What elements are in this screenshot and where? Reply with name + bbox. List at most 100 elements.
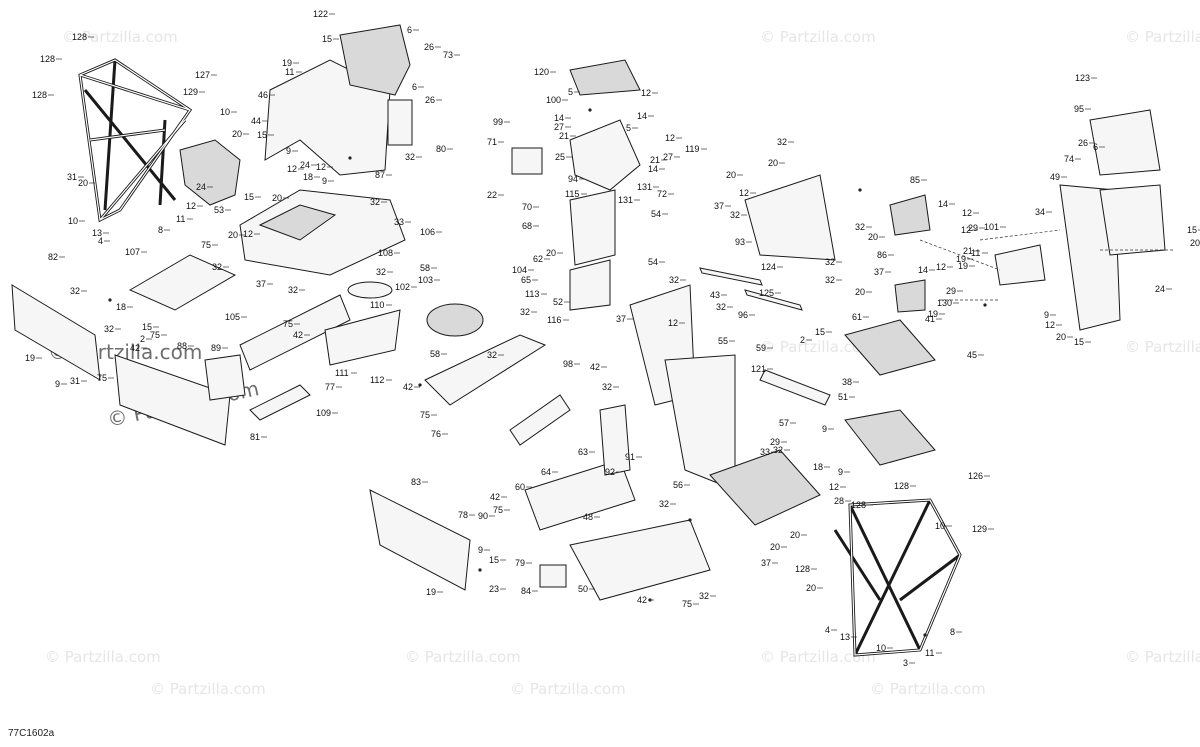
callout-label: 12 — [316, 162, 326, 172]
callout-label: 12 — [665, 133, 675, 143]
callout-label: 9 — [822, 424, 827, 434]
callout-label: 51 — [838, 392, 848, 402]
callout-label: 131 — [637, 182, 652, 192]
part-74 — [1099, 184, 1166, 256]
callout-label: 95 — [1074, 104, 1084, 114]
part-61 — [844, 319, 936, 376]
watermark: © Partzilla.com — [760, 648, 876, 666]
callout-label: 4 — [98, 236, 103, 246]
callout-label: 58 — [430, 349, 440, 359]
callout-label: 42 — [403, 382, 413, 392]
callout-label: 32 — [825, 275, 835, 285]
callout-label: 29 — [968, 223, 978, 233]
callout-label: 87 — [375, 170, 385, 180]
callout-label: 71 — [487, 137, 497, 147]
callout-label: 104 — [512, 265, 527, 275]
part-84 — [539, 564, 567, 588]
callout-label: 56 — [673, 480, 683, 490]
callout-label: 128 — [72, 32, 87, 42]
callout-label: 14 — [648, 164, 658, 174]
callout-label: 14 — [938, 199, 948, 209]
callout-label: 75 — [150, 330, 160, 340]
callout-label: 32 — [405, 152, 415, 162]
callout-label: 19 — [282, 58, 292, 68]
callout-label: 14 — [918, 265, 928, 275]
callout-label: 75 — [97, 373, 107, 383]
callout-label: 20 — [1190, 238, 1200, 248]
part-102-cupholder — [426, 303, 484, 337]
callout-label: 27 — [554, 122, 564, 132]
callout-label: 84 — [521, 586, 531, 596]
callout-label: 125 — [759, 288, 774, 298]
callout-label: 15 — [489, 555, 499, 565]
callout-label: 2 — [800, 335, 805, 345]
callout-label: 12 — [287, 164, 297, 174]
callout-label: 31 — [67, 172, 77, 182]
callout-label: 9 — [1044, 310, 1049, 320]
callout-label: 15 — [257, 130, 267, 140]
callout-label: 94 — [568, 174, 578, 184]
part-101 — [994, 244, 1046, 286]
callout-label: 75 — [493, 505, 503, 515]
callout-label: 34 — [1035, 207, 1045, 217]
callout-label: 24 — [300, 160, 310, 170]
callout-label: 37 — [616, 314, 626, 324]
part-85 — [889, 194, 931, 236]
watermark: © Partzilla.com — [150, 680, 266, 698]
callout-label: 74 — [1064, 154, 1074, 164]
callout-label: 129 — [183, 87, 198, 97]
part-110 — [347, 281, 393, 299]
callout-label: 32 — [104, 324, 114, 334]
callout-label: 52 — [553, 297, 563, 307]
callout-label: 6 — [407, 25, 412, 35]
callout-label: 19 — [958, 261, 968, 271]
callout-label: 46 — [258, 90, 268, 100]
callout-label: 6 — [412, 82, 417, 92]
part-48 — [524, 459, 636, 531]
callout-label: 20 — [232, 129, 242, 139]
callout-label: 61 — [852, 312, 862, 322]
callout-label: 9 — [55, 379, 60, 389]
callout-label: 21 — [559, 131, 569, 141]
callout-label: 86 — [877, 250, 887, 260]
callout-label: 20 — [1056, 332, 1066, 342]
callout-label: 15 — [815, 327, 825, 337]
callout-label: 115 — [565, 189, 579, 199]
callout-label: 60 — [515, 482, 525, 492]
callout-label: 12 — [739, 188, 749, 198]
callout-label: 88 — [177, 341, 187, 351]
part-109 — [249, 384, 311, 421]
callout-label: 82 — [48, 252, 58, 262]
callout-label: 37 — [256, 279, 266, 289]
callout-label: 44 — [251, 116, 261, 126]
callout-label: 128 — [795, 564, 810, 574]
part-106-floor — [239, 189, 406, 276]
part-124 — [699, 267, 763, 286]
part-92 — [599, 404, 631, 476]
callout-label: 45 — [967, 350, 977, 360]
part-33-box — [709, 449, 821, 526]
callout-label: 53 — [214, 205, 224, 215]
watermark: © Partzilla.com — [510, 680, 626, 698]
part-73 — [339, 24, 411, 96]
callout-label: 48 — [583, 512, 593, 522]
callout-label: 42 — [590, 362, 600, 372]
watermark: © Partzilla.com — [1125, 338, 1200, 356]
callout-label: 75 — [420, 410, 430, 420]
part-112 — [324, 309, 401, 366]
callout-label: 32 — [777, 137, 787, 147]
callout-label: 73 — [443, 50, 453, 60]
callout-label: 99 — [493, 117, 503, 127]
callout-label: 9 — [478, 545, 483, 555]
callout-label: 54 — [651, 209, 661, 219]
callout-label: 3 — [903, 658, 908, 668]
callout-label: 75 — [283, 319, 293, 329]
callout-label: 20 — [868, 232, 878, 242]
part-106-mesh — [258, 204, 337, 241]
callout-label: 10 — [876, 643, 886, 653]
callout-label: 96 — [738, 310, 748, 320]
callout-label: 20 — [272, 193, 282, 203]
callout-label: 5 — [626, 123, 631, 133]
